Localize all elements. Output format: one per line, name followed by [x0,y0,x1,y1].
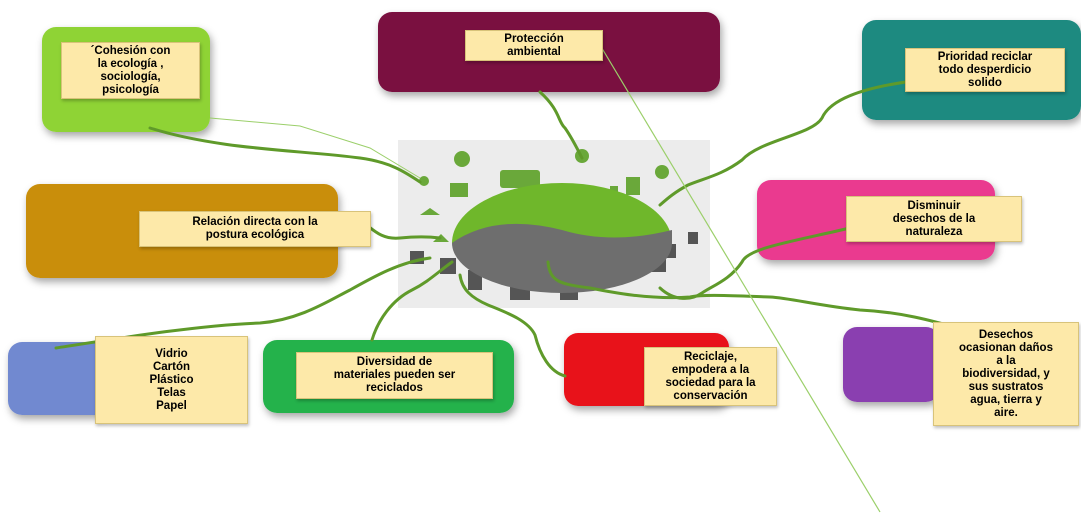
note-reciclaje: Reciclaje, empodera a la sociedad para l… [644,347,777,406]
connector-proteccion [538,90,584,160]
connector-cohesion [148,126,422,184]
box-vidrio [8,342,110,415]
box-desechos [843,327,940,402]
note-relacion: Relación directa con la postura ecológic… [139,211,371,247]
note-disminuir: Disminuir desechos de la naturaleza [846,196,1022,242]
note-prioridad: Prioridad reciclar todo desperdicio soli… [905,48,1065,92]
connector-disminuir [658,226,852,300]
note-vidrio: Vidrio Cartón Plástico Telas Papel [95,336,248,424]
stray-line-2 [209,117,421,179]
note-proteccion: Protección ambiental [465,30,603,61]
connector-desechos [546,260,967,332]
globe-bottom [452,243,672,293]
connector-vidrio [54,256,432,350]
eco-icons [419,149,669,242]
note-cohesion: ´Cohesión con la ecología , sociología, … [61,42,200,99]
stray-line [599,44,881,513]
note-desechos: Desechos ocasionan daños a la biodiversi… [933,322,1079,426]
connector-prioridad [658,79,915,207]
globe-swirl [452,223,672,243]
connector-diversidad [370,260,454,342]
note-diversidad: Diversidad de materiales pueden ser reci… [296,352,493,399]
connector-relacion [358,218,442,240]
connector-reciclaje [458,273,567,378]
